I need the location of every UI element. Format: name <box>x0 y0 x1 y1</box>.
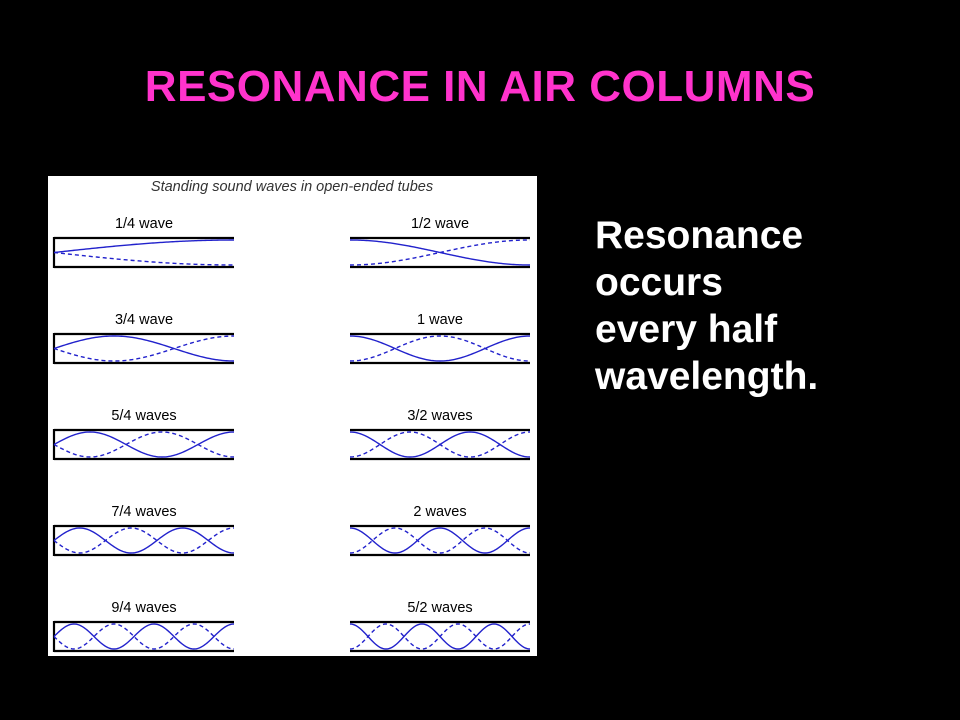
wave-dashed <box>349 527 531 554</box>
tube-diagram: 2 waves <box>349 504 531 557</box>
wave-solid <box>53 431 235 458</box>
tube-label: 5/4 waves <box>111 408 176 424</box>
wave-solid <box>53 527 235 554</box>
tube-diagram: 3/2 waves <box>349 408 531 461</box>
body-line-4: wavelength. <box>595 355 819 398</box>
tube-diagram: 7/4 waves <box>52 504 235 557</box>
tube-label: 9/4 waves <box>111 600 176 616</box>
wave-dashed <box>53 527 235 554</box>
tube-diagram: 5/2 waves <box>349 600 531 653</box>
tube-diagram: 3/4 wave <box>52 312 235 365</box>
tube-label: 3/4 wave <box>115 312 173 328</box>
body-line-3: every half <box>595 308 778 351</box>
wave-dashed <box>349 335 531 362</box>
wave-dashed <box>349 623 531 650</box>
wave-dashed <box>53 335 235 362</box>
tube-label: 2 waves <box>413 504 466 520</box>
body-line-2: occurs <box>595 261 723 304</box>
tube-diagram: 1/4 wave <box>52 216 234 269</box>
tube-label: 3/2 waves <box>407 408 472 424</box>
wave-dashed <box>350 239 530 266</box>
diagram-title: Standing sound waves in open-ended tubes <box>151 179 433 195</box>
tube-label: 5/2 waves <box>407 600 472 616</box>
tube-diagram: 1 wave <box>349 312 531 365</box>
wave-solid <box>53 239 234 254</box>
tube-label: 1 wave <box>417 312 463 328</box>
tube-label: 7/4 waves <box>111 504 176 520</box>
wave-solid <box>53 623 235 650</box>
body-line-1: Resonance <box>595 214 804 257</box>
tube-diagram: 5/4 waves <box>52 408 235 461</box>
wave-dashed <box>349 431 531 458</box>
tube-label: 1/2 wave <box>411 216 469 232</box>
tube-diagram: 9/4 waves <box>52 600 235 653</box>
tubes-layer: 1/4 wave 3/4 wave 5/4 waves 7/4 waves 9/4 wa… <box>52 216 531 653</box>
wave-solid <box>53 335 235 362</box>
slide-title: RESONANCE IN AIR COLUMNS <box>144 62 816 111</box>
wave-solid <box>349 335 531 362</box>
tube-label: 1/4 wave <box>115 216 173 232</box>
standing-waves-diagram: Standing sound waves in open-ended tubes… <box>48 176 537 656</box>
body-text: Resonance occurs every half wavelength. <box>595 212 925 400</box>
tube-diagram: 1/2 wave <box>350 216 530 269</box>
wave-dashed <box>53 251 234 266</box>
wave-solid <box>349 527 531 554</box>
diagram-canvas: Standing sound waves in open-ended tubes… <box>52 179 531 653</box>
